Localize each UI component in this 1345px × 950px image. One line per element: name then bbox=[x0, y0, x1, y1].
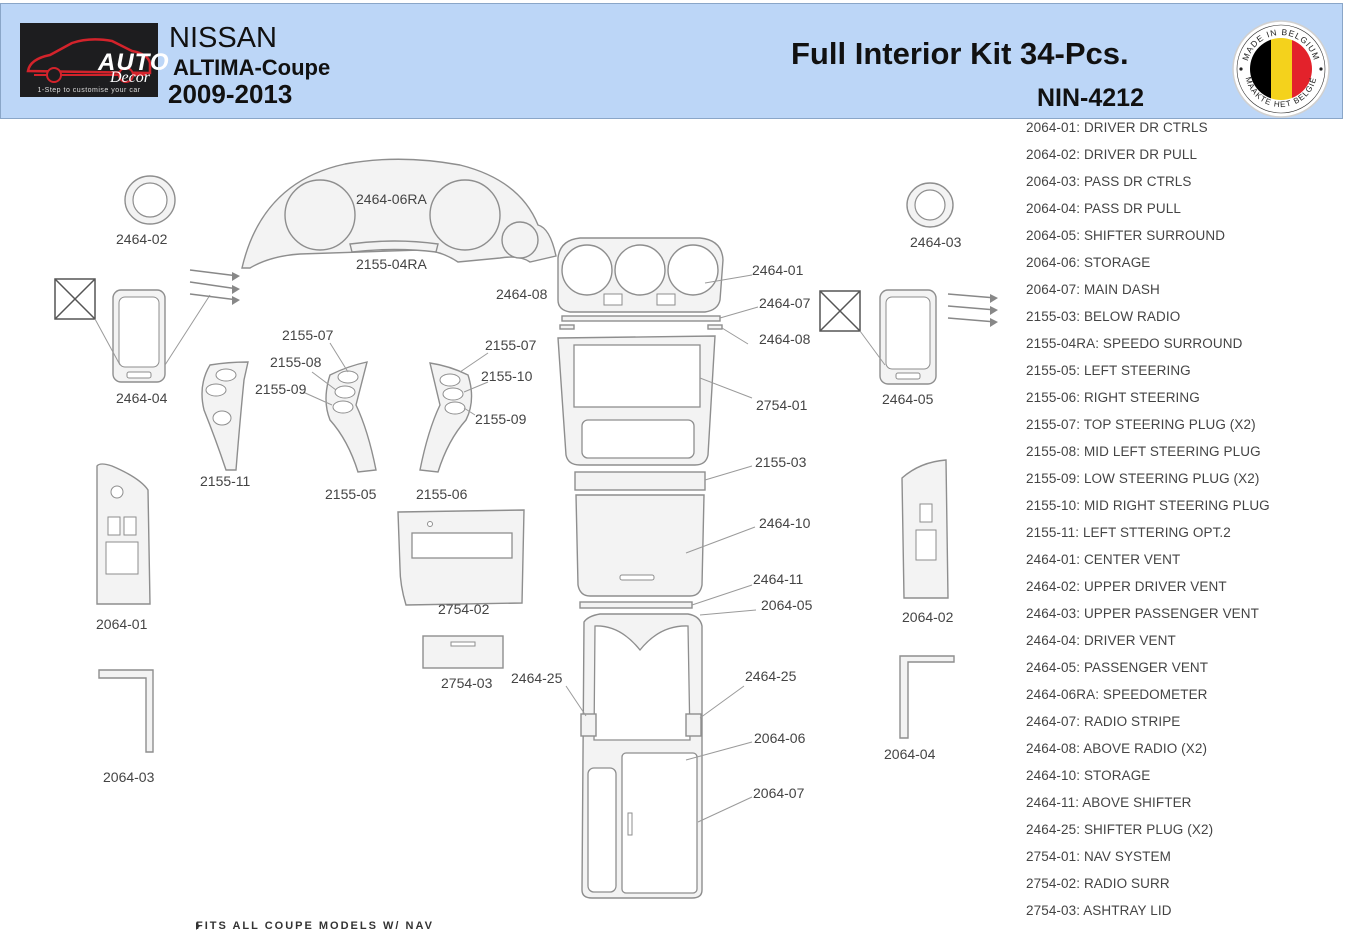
storage-2464-10-part bbox=[575, 494, 705, 597]
label-above-shifter: 2464-11 bbox=[753, 571, 804, 587]
label-top-steering-plug-right: 2155-07 bbox=[485, 337, 537, 353]
speedo-surround-strip bbox=[349, 240, 439, 253]
label-shifter-surround: 2064-05 bbox=[761, 597, 813, 613]
logo-word-decor: Decor bbox=[110, 69, 150, 86]
label-passenger-vent: 2464-05 bbox=[882, 391, 934, 407]
legend-item: 2464-04: DRIVER VENT bbox=[1026, 633, 1176, 648]
legend-item: 2155-07: TOP STEERING PLUG (X2) bbox=[1026, 417, 1256, 432]
parts-legend: 2064-01: DRIVER DR CTRLS 2064-02: DRIVER… bbox=[1026, 118, 1270, 928]
legend-item: 2155-08: MID LEFT STEERING PLUG bbox=[1026, 444, 1261, 459]
legend-item: 2155-11: LEFT STTERING OPT.2 bbox=[1026, 525, 1231, 540]
legend-item: 2464-03: UPPER PASSENGER VENT bbox=[1026, 606, 1259, 621]
legend-item: 2754-02: RADIO SURR bbox=[1026, 876, 1170, 891]
legend-item: 2754-01: NAV SYSTEM bbox=[1026, 849, 1171, 864]
shifter-plug-right-part bbox=[685, 713, 702, 737]
logo-word-auto: AUTO bbox=[98, 49, 170, 76]
label-driver-vent: 2464-04 bbox=[116, 390, 168, 406]
label-radio-stripe: 2464-07 bbox=[759, 295, 811, 311]
legend-item: 2464-06RA: SPEEDOMETER bbox=[1026, 687, 1208, 702]
above-radio-left-part bbox=[559, 324, 575, 330]
label-below-radio: 2155-03 bbox=[755, 454, 807, 470]
footnote-arrow-icon bbox=[196, 922, 200, 930]
driver-door-pull-part bbox=[901, 459, 949, 599]
made-in-belgium-badge: MADE IN BELGIUM MAAKTE HET BELGIË bbox=[1232, 20, 1330, 118]
legend-item: 2155-10: MID RIGHT STEERING PLUG bbox=[1026, 498, 1270, 513]
label-mid-left-steering-plug: 2155-08 bbox=[270, 354, 322, 370]
legend-item: 2064-01: DRIVER DR CTRLS bbox=[1026, 120, 1208, 135]
above-shifter-part bbox=[579, 601, 693, 609]
label-shifter-plug-left: 2464-25 bbox=[511, 670, 563, 686]
radio-stripe-part bbox=[561, 315, 721, 322]
console-pocket-part bbox=[587, 767, 617, 893]
footnote: FITS ALL COUPE MODELS W/ NAV bbox=[196, 920, 434, 932]
above-radio-right-part bbox=[707, 324, 723, 330]
legend-item: 2064-03: PASS DR CTRLS bbox=[1026, 174, 1192, 189]
label-radio-surround: 2754-02 bbox=[438, 601, 490, 617]
legend-item: 2464-08: ABOVE RADIO (X2) bbox=[1026, 741, 1208, 756]
label-storage-2464-10: 2464-10 bbox=[759, 515, 811, 531]
car-years: 2009-2013 bbox=[168, 79, 293, 109]
legend-item: 2064-05: SHIFTER SURROUND bbox=[1026, 228, 1226, 243]
pass-door-ctrls-part bbox=[98, 669, 154, 753]
legend-item: 2464-02: UPPER DRIVER VENT bbox=[1026, 579, 1227, 594]
label-speedometer: 2464-06RA bbox=[356, 191, 427, 207]
legend-item: 2464-25: SHIFTER PLUG (X2) bbox=[1026, 822, 1214, 837]
label-nav-system: 2754-01 bbox=[756, 397, 808, 413]
label-low-steering-plug-right: 2155-09 bbox=[475, 411, 527, 427]
kit-code: NIN-4212 bbox=[1037, 84, 1144, 112]
label-left-steering: 2155-05 bbox=[325, 486, 377, 502]
label-main-dash: 2064-07 bbox=[753, 785, 805, 801]
kit-title: Full Interior Kit 34-Pcs. bbox=[791, 36, 1129, 71]
label-upper-driver-vent: 2464-02 bbox=[116, 231, 168, 247]
legend-item: 2464-11: ABOVE SHIFTER bbox=[1026, 795, 1192, 810]
legend-item: 2464-07: RADIO STRIPE bbox=[1026, 714, 1181, 729]
label-pass-door-ctrls: 2064-03 bbox=[103, 769, 155, 785]
legend-item: 2064-04: PASS DR PULL bbox=[1026, 201, 1181, 216]
car-model: ALTIMA-Coupe bbox=[173, 55, 331, 80]
label-shifter-plug-right: 2464-25 bbox=[745, 668, 797, 684]
label-driver-door-pull: 2064-02 bbox=[902, 609, 954, 625]
legend-item: 2064-06: STORAGE bbox=[1026, 255, 1151, 270]
speedo-dial-small bbox=[501, 221, 539, 259]
logo-tagline: 1-Step to customise your car bbox=[37, 87, 141, 94]
label-mid-right-steering-plug: 2155-10 bbox=[481, 368, 533, 384]
label-speedo-surround: 2155-04RA bbox=[356, 256, 427, 272]
car-make: NISSAN bbox=[169, 22, 277, 54]
pass-door-pull-part bbox=[899, 655, 955, 739]
legend-item: 2155-04RA: SPEEDO SURROUND bbox=[1026, 336, 1243, 351]
label-above-radio-right: 2464-08 bbox=[759, 331, 811, 347]
label-pass-door-pull: 2064-04 bbox=[884, 746, 936, 762]
label-driver-door-ctrls: 2064-01 bbox=[96, 616, 148, 632]
legend-item: 2064-02: DRIVER DR PULL bbox=[1026, 147, 1198, 162]
legend-item: 2464-10: STORAGE bbox=[1026, 768, 1151, 783]
legend-item: 2464-05: PASSENGER VENT bbox=[1026, 660, 1209, 675]
ashtray-lid-part bbox=[422, 635, 504, 669]
below-radio-part bbox=[574, 471, 706, 491]
legend-item: 2464-01: CENTER VENT bbox=[1026, 552, 1181, 567]
auto-decor-logo: AUTO Decor 1-Step to customise your car bbox=[20, 23, 169, 97]
label-low-steering-plug-left: 2155-09 bbox=[255, 381, 307, 397]
label-top-steering-plug-left: 2155-07 bbox=[282, 327, 334, 343]
label-left-steering-opt2: 2155-11 bbox=[200, 473, 251, 489]
label-above-radio-left: 2464-08 bbox=[496, 286, 548, 302]
legend-item: 2155-05: LEFT STEERING bbox=[1026, 363, 1191, 378]
label-right-steering: 2155-06 bbox=[416, 486, 468, 502]
label-center-vent: 2464-01 bbox=[752, 262, 804, 278]
legend-item: 2064-07: MAIN DASH bbox=[1026, 282, 1160, 297]
speedo-dial-right bbox=[429, 179, 501, 251]
car-silhouette-icon bbox=[26, 38, 152, 83]
storage-2064-06-part bbox=[621, 752, 698, 894]
label-storage-2064-06: 2064-06 bbox=[754, 730, 806, 746]
speedo-dial-left bbox=[284, 179, 356, 251]
legend-item: 2754-03: ASHTRAY LID bbox=[1026, 903, 1172, 918]
legend-item: 2155-09: LOW STEERING PLUG (X2) bbox=[1026, 471, 1260, 486]
shifter-surround-part bbox=[593, 625, 691, 741]
header-banner: AUTO Decor 1-Step to customise your car … bbox=[0, 3, 1343, 119]
label-upper-passenger-vent: 2464-03 bbox=[910, 234, 962, 250]
legend-item: 2155-06: RIGHT STEERING bbox=[1026, 390, 1200, 405]
legend-item: 2155-03: BELOW RADIO bbox=[1026, 309, 1181, 324]
label-ashtray-lid: 2754-03 bbox=[441, 675, 493, 691]
shifter-plug-left-part bbox=[580, 713, 597, 737]
